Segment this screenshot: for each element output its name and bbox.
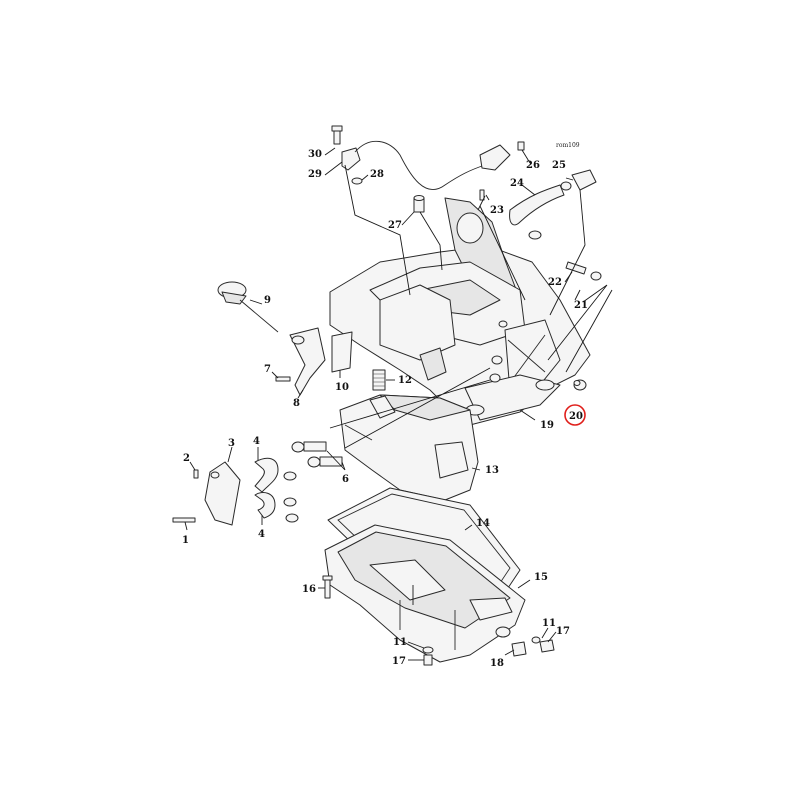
hoses-4 (254, 457, 299, 523)
callout-1: 1 (182, 535, 189, 546)
callout-16: 16 (302, 584, 316, 595)
callout-8: 8 (293, 398, 300, 409)
screw-30 (331, 125, 343, 145)
bushing-20 (573, 379, 587, 391)
plug-18 (511, 641, 527, 657)
callout-28: 28 (370, 169, 384, 180)
callout-21: 21 (574, 300, 588, 311)
leader-lines (184, 147, 613, 661)
callout-22: 22 (548, 277, 562, 288)
transmission-housing (329, 197, 591, 426)
screw-7 (275, 376, 291, 382)
callout-17a: 17 (392, 656, 406, 667)
screw-2 (193, 469, 199, 479)
diagram-ref-tag: rom109 (556, 142, 580, 149)
callout-3: 3 (228, 438, 235, 449)
connector (479, 141, 525, 171)
callout-17b: 17 (556, 626, 570, 637)
callout-11a: 11 (393, 637, 407, 648)
callout-23: 23 (490, 205, 504, 216)
callout-27: 27 (388, 220, 402, 231)
callout-6: 6 (342, 474, 349, 485)
callout-26: 26 (526, 160, 540, 171)
fittings-6 (291, 441, 343, 468)
callout-9: 9 (264, 295, 271, 306)
callout-11b: 11 (542, 618, 556, 629)
callout-labels: 30 29 28 27 26 25 24 23 22 21 19 9 7 8 1… (182, 149, 588, 669)
hose-24 (509, 184, 565, 240)
speed-sensor-29 (341, 141, 486, 191)
oil-pan (324, 524, 526, 663)
o-ring-28 (351, 177, 363, 185)
fitting-25 (560, 169, 597, 191)
callout-29: 29 (308, 169, 322, 180)
callout-2: 2 (183, 453, 190, 464)
bolt-22 (565, 261, 602, 281)
callout-30: 30 (308, 149, 322, 160)
callout-14: 14 (476, 518, 490, 529)
drain-plug-17 (422, 636, 555, 666)
callout-4b: 4 (258, 529, 265, 540)
highlight-ring-20 (564, 404, 586, 426)
pin-23 (479, 189, 485, 201)
callout-13: 13 (485, 465, 499, 476)
callout-19: 19 (540, 420, 554, 431)
spring-12 (372, 369, 386, 391)
callout-20: 20 (569, 411, 583, 422)
bracket-3 (204, 461, 241, 526)
callout-12: 12 (398, 375, 412, 386)
oil-tank (339, 394, 479, 501)
callout-15: 15 (534, 572, 548, 583)
screw-1 (172, 517, 196, 523)
gasket-10 (331, 331, 353, 373)
plug-27 (413, 195, 425, 213)
callout-18: 18 (490, 658, 504, 669)
callout-7: 7 (264, 364, 271, 375)
callout-25: 25 (552, 160, 566, 171)
callout-4a: 4 (253, 436, 260, 447)
callout-10: 10 (335, 382, 349, 393)
bracket-8 (289, 327, 326, 396)
dipstick-9 (217, 281, 279, 333)
bolt-16 (322, 575, 333, 599)
callout-24: 24 (510, 178, 524, 189)
